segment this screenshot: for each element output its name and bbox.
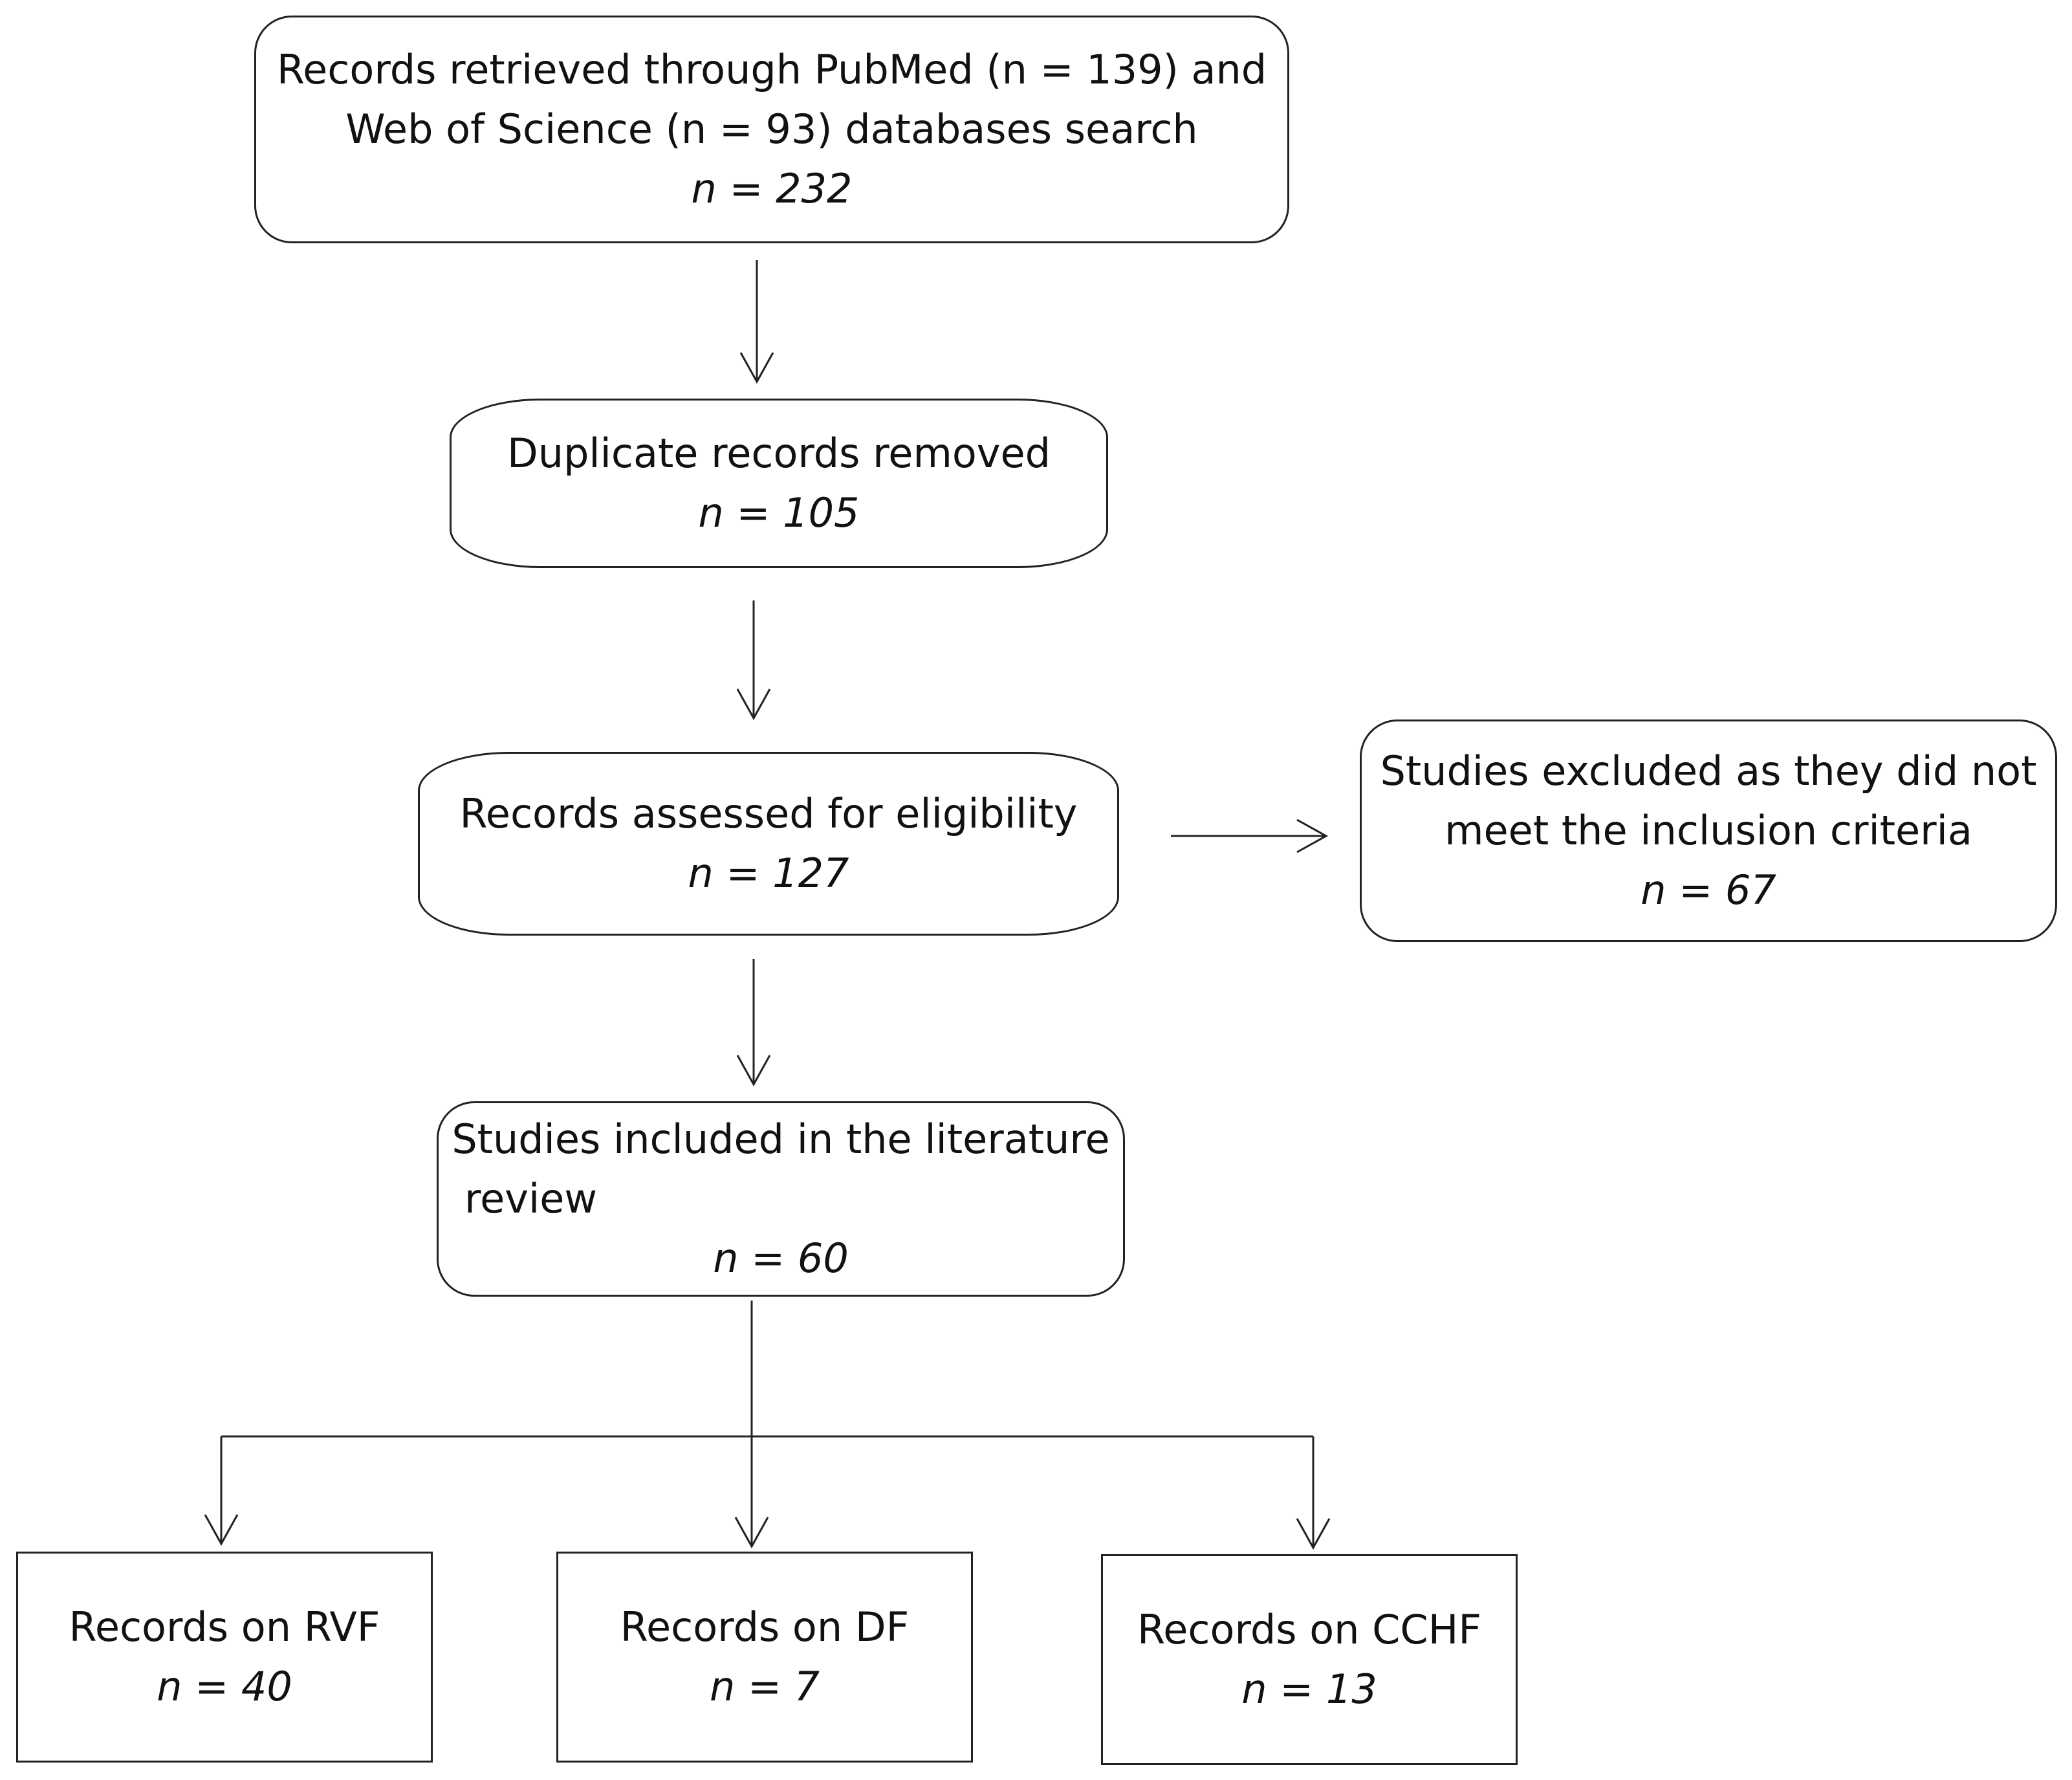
- rvf-records-box: Records on RVF n = 40: [16, 1552, 433, 1763]
- excluded-studies-line1: Studies excluded as they did not: [1380, 747, 2037, 795]
- search-records-count: n = 232: [691, 165, 853, 212]
- included-studies-line2: review: [464, 1175, 598, 1222]
- arrowhead-to-cchf: [1296, 1518, 1331, 1550]
- excluded-studies-box: Studies excluded as they did not meet th…: [1360, 720, 2057, 942]
- rvf-records-label: Records on RVF: [69, 1603, 380, 1651]
- duplicates-removed-label: Duplicate records removed: [507, 430, 1051, 477]
- arrowhead-search-to-duplicates: [739, 352, 774, 384]
- rvf-records-count: n = 40: [157, 1663, 292, 1710]
- assessed-eligibility-box: Records assessed for eligibility n = 127: [418, 752, 1119, 936]
- cchf-records-box: Records on CCHF n = 13: [1101, 1554, 1518, 1765]
- arrowhead-to-df: [734, 1517, 769, 1549]
- df-records-label: Records on DF: [620, 1603, 910, 1651]
- duplicates-removed-count: n = 105: [698, 489, 860, 536]
- excluded-studies-line2: meet the inclusion criteria: [1445, 807, 1972, 854]
- search-records-line1: Records retrieved through PubMed (n = 13…: [276, 46, 1267, 93]
- search-records-box: Records retrieved through PubMed (n = 13…: [254, 16, 1289, 243]
- arrowhead-assessed-to-excluded: [1296, 819, 1329, 853]
- included-studies-count: n = 60: [713, 1235, 849, 1282]
- cchf-records-count: n = 13: [1241, 1665, 1377, 1713]
- df-records-box: Records on DF n = 7: [556, 1552, 973, 1763]
- cchf-records-label: Records on CCHF: [1137, 1606, 1482, 1653]
- arrowhead-to-rvf: [204, 1514, 239, 1546]
- df-records-count: n = 7: [709, 1663, 820, 1710]
- included-studies-line1: Studies included in the literature: [452, 1115, 1110, 1163]
- assessed-eligibility-count: n = 127: [688, 850, 849, 897]
- duplicates-removed-box: Duplicate records removed n = 105: [450, 399, 1108, 568]
- included-studies-box: Studies included in the literature revie…: [437, 1101, 1125, 1297]
- arrowhead-duplicates-to-assessed: [736, 688, 771, 721]
- arrowhead-assessed-to-included: [736, 1055, 771, 1087]
- assessed-eligibility-label: Records assessed for eligibility: [459, 790, 1078, 837]
- search-records-line2: Web of Science (n = 93) databases search: [345, 105, 1198, 153]
- excluded-studies-count: n = 67: [1641, 866, 1776, 914]
